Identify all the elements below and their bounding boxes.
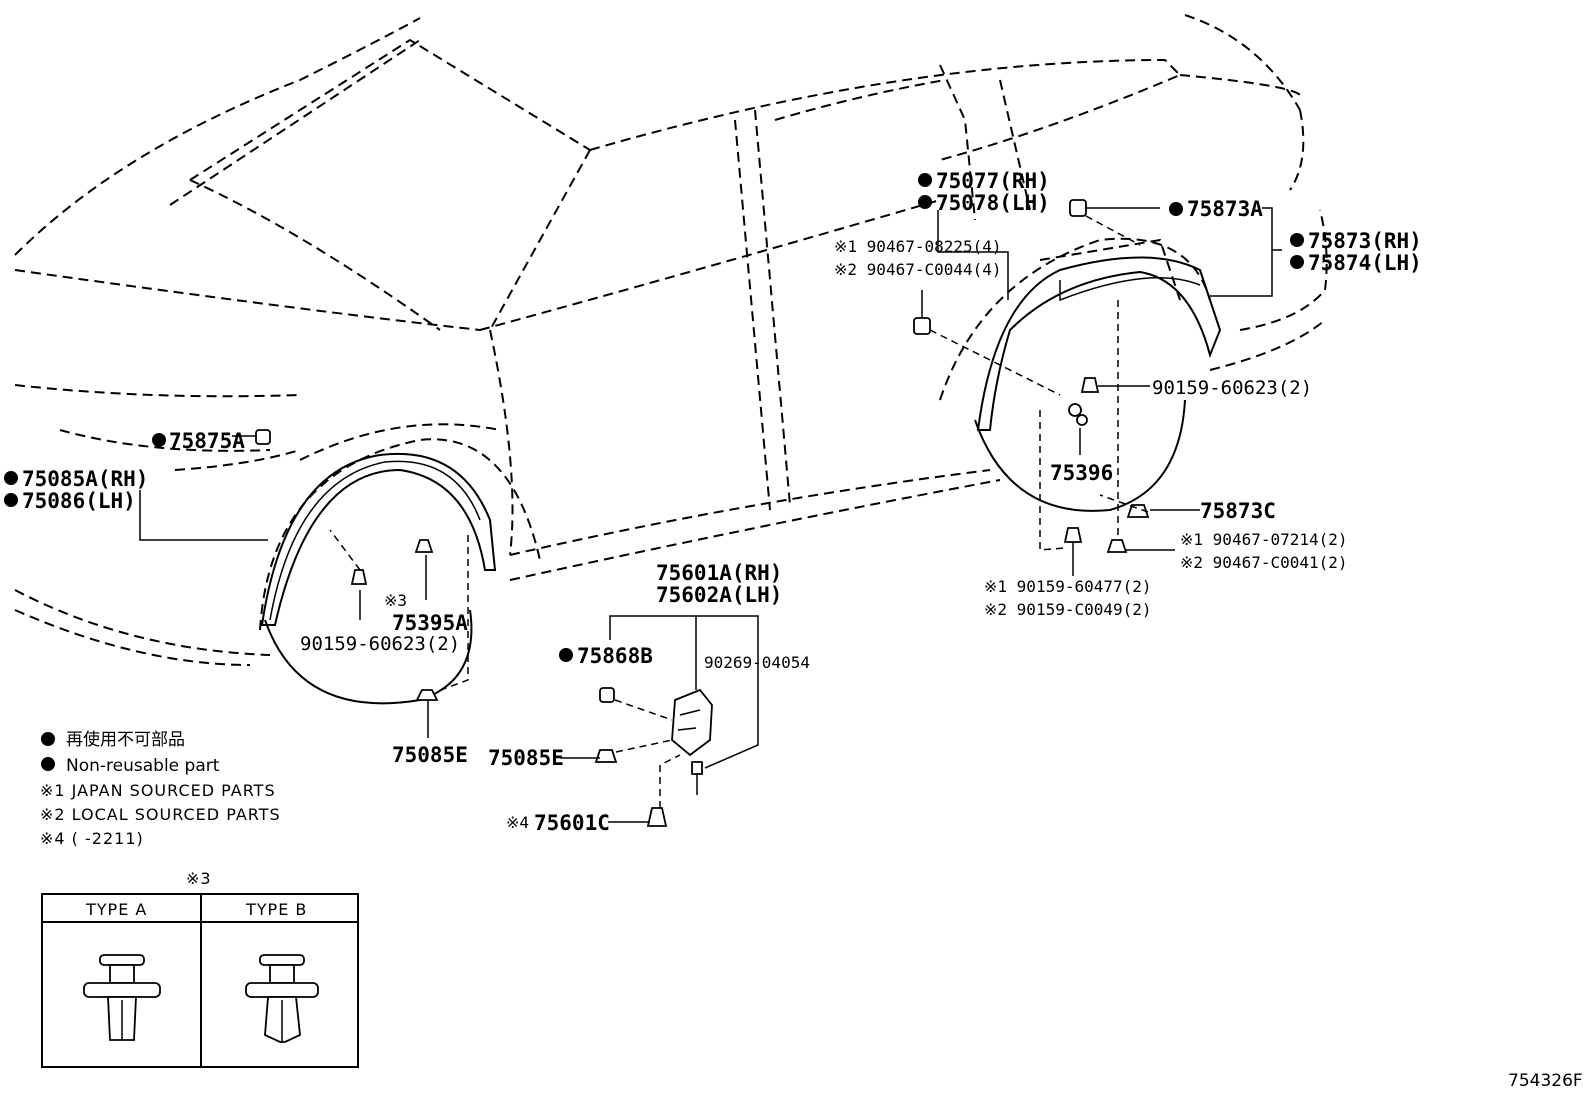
legend-line-japanese: 再使用不可部品 (66, 729, 185, 750)
non-reusable-dot (4, 471, 18, 485)
callout-90467-C0041: ※2 90467-C0041(2) (1180, 553, 1348, 572)
callout-75875A: 75875A (169, 429, 245, 453)
non-reusable-dot (1290, 233, 1304, 247)
non-reusable-dot (559, 648, 573, 662)
callout-90159-60477: ※1 90159-60477(2) (984, 577, 1152, 596)
table-header-type-a: TYPE A (85, 900, 147, 919)
non-reusable-dot (1169, 202, 1183, 216)
non-reusable-dot (4, 493, 18, 507)
legend: 再使用不可部品 Non-reusable part ※1 JAPAN SOURC… (40, 729, 281, 848)
non-reusable-dot (918, 173, 932, 187)
legend-line-japan-sourced: ※1 JAPAN SOURCED PARTS (40, 781, 276, 800)
figure-id: 754326F (1508, 1071, 1583, 1091)
vehicle-outline (14, 14, 1328, 666)
callout-90159-C0049: ※2 90159-C0049(2) (984, 600, 1152, 619)
wheels (264, 399, 1186, 705)
legend-line-non-reusable: Non-reusable part (66, 756, 220, 776)
callout-75873C: 75873C (1200, 499, 1276, 523)
legend-line-note-4: ※4 ( -2211) (40, 829, 144, 848)
callout-75395A: 75395A (392, 611, 468, 635)
mudguard-part (671, 688, 713, 757)
callout-75078: 75078(LH) (936, 191, 1050, 215)
clip-type-table: ※3 TYPE A TYPE B (41, 869, 359, 1068)
callout-75396: 75396 (1050, 461, 1113, 485)
callout-75085E-front: 75085E (392, 743, 468, 767)
callout-90159-rear: 90159-60623(2) (1152, 377, 1312, 399)
callout-75395A-note: ※3 (384, 591, 407, 610)
non-reusable-dot (918, 195, 932, 209)
callout-75085E-mid: 75085E (488, 746, 564, 770)
callout-75874: 75874(LH) (1308, 251, 1422, 275)
legend-dot (41, 757, 55, 771)
callout-90467-07214: ※1 90467-07214(2) (1180, 530, 1348, 549)
callout-75085A: 75085A(RH) (22, 467, 148, 491)
callout-75077: 75077(RH) (936, 169, 1050, 193)
callout-90467-C0044: ※2 90467-C0044(4) (834, 260, 1002, 279)
type-a-clip-icon (83, 954, 161, 1041)
non-reusable-dot (152, 433, 166, 447)
legend-dot (41, 732, 55, 746)
legend-line-local-sourced: ※2 LOCAL SOURCED PARTS (40, 805, 281, 824)
callout-90269: 90269-04054 (704, 653, 810, 672)
non-reusable-dot (1290, 255, 1304, 269)
callouts: 75875A 75085A(RH) 75086(LH) 90159-60623(… (4, 169, 1422, 835)
callout-75868B: 75868B (577, 644, 653, 668)
callout-75601C: 75601C (534, 811, 610, 835)
callout-75086: 75086(LH) (22, 489, 136, 513)
callout-75601C-note: ※4 (506, 813, 529, 832)
table-header-type-b: TYPE B (245, 900, 307, 919)
callout-75873A: 75873A (1187, 197, 1263, 221)
rear-fender-flare (976, 256, 1222, 431)
callout-90159-front: 90159-60623(2) (300, 633, 460, 655)
callout-90467-08225: ※1 90467-08225(4) (834, 237, 1002, 256)
leader-lines (139, 207, 1282, 823)
front-fender-flare (260, 452, 497, 626)
type-b-clip-icon (245, 954, 319, 1043)
callout-75602A: 75602A(LH) (656, 583, 782, 607)
guide-lines (329, 215, 1149, 808)
callout-75873: 75873(RH) (1308, 229, 1422, 253)
table-note: ※3 (186, 869, 212, 888)
callout-75601A: 75601A(RH) (656, 561, 782, 585)
